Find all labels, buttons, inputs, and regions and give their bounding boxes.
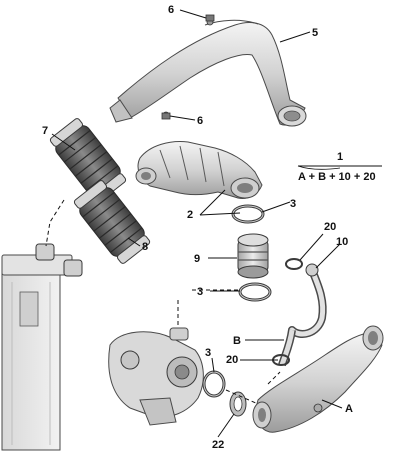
- callout-8: 8: [142, 241, 148, 253]
- callout-10: 10: [336, 236, 348, 248]
- bolt-part-6-lower: [161, 112, 171, 120]
- callout-5: 5: [312, 27, 318, 39]
- callout-20-lower: 20: [226, 354, 238, 366]
- pipe-part-B: [278, 329, 296, 367]
- formula-group: [297, 165, 382, 170]
- callout-3-lower: 3: [205, 347, 211, 359]
- callout-22: 22: [212, 439, 224, 451]
- turbocharger: [108, 327, 204, 426]
- bolt-part-6-upper: [205, 14, 215, 22]
- leader-lines: [45, 9, 343, 438]
- lower-air-pipe-part-A: [252, 325, 384, 433]
- callout-2: 2: [187, 209, 193, 221]
- breather-hose-part-10: [288, 263, 327, 338]
- callout-20-upper: 20: [324, 221, 336, 233]
- upper-air-pipe-part-5: [109, 18, 307, 127]
- callout-3-upper: 3: [290, 198, 296, 210]
- clamp-part-3-upper: [231, 204, 265, 224]
- callout-6-upper: 6: [168, 4, 174, 16]
- callout-A: A: [345, 403, 353, 415]
- callout-1: 1: [337, 151, 343, 163]
- coupler-part-9: [237, 233, 269, 279]
- seal-part-22: [229, 391, 247, 417]
- corrugated-hose-part-8: [73, 180, 151, 264]
- intercooler: [1, 243, 83, 451]
- callout-3-middle: 3: [197, 286, 203, 298]
- callout-B: B: [233, 335, 241, 347]
- callout-7: 7: [42, 125, 48, 137]
- formula-text: A + B + 10 + 20: [298, 171, 376, 183]
- callout-6-lower: 6: [197, 115, 203, 127]
- callout-9: 9: [194, 253, 200, 265]
- clamp-part-3-middle: [238, 282, 272, 302]
- clip-part-20-upper: [285, 258, 303, 270]
- corrugated-hose-part-7: [49, 118, 127, 202]
- intake-housing-part-2: [135, 141, 263, 199]
- clamp-part-3-lower: [202, 370, 226, 398]
